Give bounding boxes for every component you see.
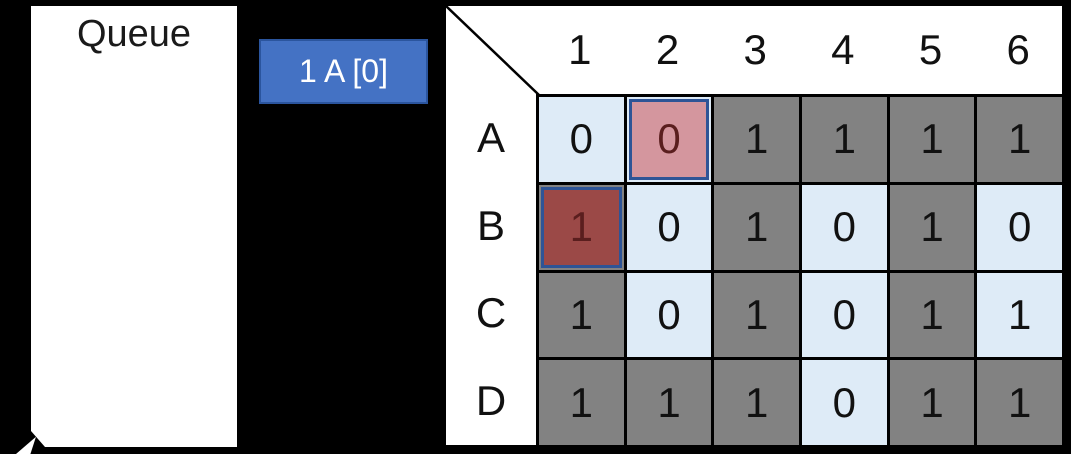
matrix-cell-C6: 1 — [977, 272, 1062, 358]
col-header-1: 1 — [568, 26, 592, 73]
col-header-4: 4 — [831, 26, 855, 73]
matrix-cell-C1: 1 — [539, 272, 624, 358]
matrix-cell-B2: 0 — [626, 184, 712, 270]
matrix-cell-D6: 1 — [977, 360, 1062, 445]
matrix-cell-A3: 1 — [714, 97, 799, 182]
matrix-cell-C5: 1 — [889, 272, 975, 358]
matrix-cell-D4: 0 — [801, 360, 887, 445]
row-header-A: A — [476, 113, 505, 161]
matrix-cell-C3: 1 — [714, 272, 799, 358]
matrix-cell-A5: 1 — [889, 97, 975, 182]
row-header-B: B — [476, 201, 505, 249]
matrix-cell-B3: 1 — [714, 184, 799, 270]
matrix-cell-C4: 0 — [801, 272, 887, 358]
row-header-D: D — [475, 377, 507, 425]
header-diagonal-line — [446, 6, 540, 96]
matrix-cell-D3: 1 — [714, 360, 799, 445]
col-header-5: 5 — [918, 26, 943, 73]
col-header-3: 3 — [743, 26, 767, 73]
matrix-cell-D2: 1 — [626, 360, 712, 445]
matrix-cell-A2: 0 — [626, 97, 712, 182]
matrix-cell-C2: 0 — [626, 272, 712, 358]
matrix-cell-D5: 1 — [889, 360, 975, 445]
matrix-cell-A1: 0 — [539, 97, 624, 182]
col-header-6: 6 — [1006, 26, 1030, 73]
queue-panel: Queue — [31, 6, 237, 447]
matrix-cell-D1: 1 — [539, 360, 624, 445]
matrix-cell-A6: 1 — [977, 97, 1062, 182]
highlight-box-A2: 0 — [628, 99, 710, 180]
column-headers: 1 2 3 4 5 6 — [536, 6, 1062, 94]
matrix-cell-B4: 0 — [801, 184, 887, 270]
row-header-C: C — [475, 289, 507, 337]
matrix-cell-B5: 1 — [889, 184, 975, 270]
col-header-2: 2 — [655, 26, 680, 73]
queue-corner-fold-icon — [16, 436, 36, 454]
highlight-box-B1: 1 — [541, 186, 622, 268]
dequeued-item-tag: 1 A [0] — [259, 39, 428, 104]
matrix-cell-B6: 0 — [977, 184, 1062, 270]
matrix-cell-B1: 1 — [539, 184, 624, 270]
matrix-cell-A4: 1 — [801, 97, 887, 182]
queue-title: Queue — [76, 13, 192, 55]
dequeued-item-label: 1 A [0] — [299, 53, 388, 89]
